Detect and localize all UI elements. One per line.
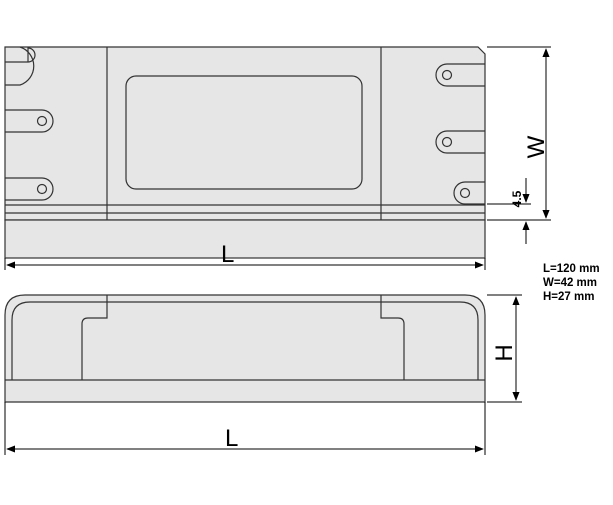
- right-mounting-slots: [435, 63, 485, 205]
- side-length-label: L: [225, 425, 238, 452]
- top-view: [4, 46, 486, 259]
- width-label: W: [523, 135, 550, 158]
- side-view-dimensions: [4, 294, 522, 455]
- side-view: [4, 294, 486, 403]
- specs-block: L=120 mm W=42 mm H=27 mm: [543, 262, 600, 304]
- height-label: H: [491, 344, 518, 361]
- side-view-body: [4, 294, 486, 403]
- spec-height: H=27 mm: [543, 291, 595, 303]
- top-view-window: [125, 75, 363, 190]
- top-length-label: L: [221, 241, 234, 268]
- spec-width: W=42 mm: [543, 277, 598, 289]
- small-dimension-label: 4.5: [510, 190, 524, 207]
- spec-length: L=120 mm: [543, 263, 600, 275]
- top-view-dimensions: [4, 46, 551, 270]
- top-view-lip: [4, 219, 486, 259]
- left-mounting-slots: [5, 46, 54, 201]
